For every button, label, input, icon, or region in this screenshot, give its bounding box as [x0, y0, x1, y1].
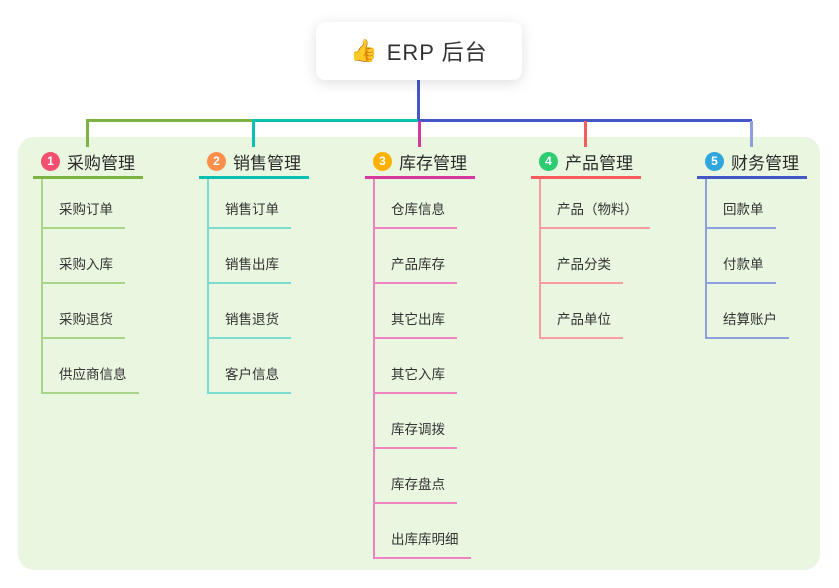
child-label: 回款单: [707, 198, 776, 229]
branch-number-badge: 5: [705, 151, 724, 171]
child-label: 仓库信息: [375, 198, 457, 229]
drop-line-finance: [750, 121, 753, 147]
connector-segment-purchase: [86, 119, 254, 122]
branch-header-product[interactable]: 4 产品管理: [531, 151, 641, 179]
branch-header-sales[interactable]: 2 销售管理: [199, 151, 309, 179]
child-node[interactable]: 采购入库: [43, 229, 139, 284]
child-label: 销售退货: [209, 308, 291, 339]
child-label: 销售订单: [209, 198, 291, 229]
root-connector-line: [417, 80, 420, 122]
branch-label: 销售管理: [233, 153, 301, 173]
drop-line-purchase: [86, 121, 89, 147]
branch-finance: 5 财务管理 回款单 付款单 结算账户: [697, 151, 807, 339]
drop-line-inventory: [418, 121, 421, 147]
branch-number-badge: 1: [41, 151, 60, 171]
child-label: 销售出库: [209, 253, 291, 284]
child-node[interactable]: 销售出库: [209, 229, 291, 284]
child-label: 产品分类: [541, 253, 623, 284]
child-label: 其它入库: [375, 363, 457, 394]
root-node[interactable]: 👍 ERP 后台: [316, 22, 522, 80]
child-label: 产品单位: [541, 308, 623, 339]
child-label: 采购退货: [43, 308, 125, 339]
child-node[interactable]: 仓库信息: [375, 179, 471, 229]
branch-inventory: 3 库存管理 仓库信息 产品库存 其它出库 其它入库 库存调拨 库存盘点 出库库…: [365, 151, 475, 559]
thumbs-up-icon: 👍: [350, 38, 378, 63]
child-node[interactable]: 产品分类: [541, 229, 650, 284]
child-node[interactable]: 回款单: [707, 179, 789, 229]
child-label: 结算账户: [707, 308, 789, 339]
branch-purchase: 1 采购管理 采购订单 采购入库 采购退货 供应商信息: [33, 151, 143, 394]
branch-children-sales: 销售订单 销售出库 销售退货 客户信息: [207, 179, 291, 394]
branch-children-purchase: 采购订单 采购入库 采购退货 供应商信息: [41, 179, 139, 394]
child-node[interactable]: 库存盘点: [375, 449, 471, 504]
child-label: 库存调拨: [375, 418, 457, 449]
drop-line-product: [584, 121, 587, 147]
branch-label: 财务管理: [731, 153, 799, 173]
child-label: 采购订单: [43, 198, 125, 229]
branch-number-badge: 3: [373, 151, 392, 171]
branch-product: 4 产品管理 产品（物料） 产品分类 产品单位: [531, 151, 650, 339]
child-node[interactable]: 库存调拨: [375, 394, 471, 449]
connector-segment-right: [418, 119, 752, 122]
child-label: 付款单: [707, 253, 776, 284]
branch-children-product: 产品（物料） 产品分类 产品单位: [539, 179, 650, 339]
branch-label: 产品管理: [565, 153, 633, 173]
child-node[interactable]: 结算账户: [707, 284, 789, 339]
branch-sales: 2 销售管理 销售订单 销售出库 销售退货 客户信息: [199, 151, 309, 394]
child-node[interactable]: 其它出库: [375, 284, 471, 339]
branch-number-badge: 2: [207, 151, 226, 171]
drop-line-sales: [252, 121, 255, 147]
child-node[interactable]: 供应商信息: [43, 339, 139, 394]
child-node[interactable]: 付款单: [707, 229, 789, 284]
branch-label: 库存管理: [399, 153, 467, 173]
child-node[interactable]: 产品（物料）: [541, 179, 650, 229]
branch-children-inventory: 仓库信息 产品库存 其它出库 其它入库 库存调拨 库存盘点 出库库明细: [373, 179, 471, 559]
branch-header-inventory[interactable]: 3 库存管理: [365, 151, 475, 179]
branches-panel-background: [18, 137, 820, 570]
child-node[interactable]: 销售退货: [209, 284, 291, 339]
child-label: 库存盘点: [375, 473, 457, 504]
child-label: 采购入库: [43, 253, 125, 284]
child-label: 客户信息: [209, 363, 291, 394]
branch-header-purchase[interactable]: 1 采购管理: [33, 151, 143, 179]
root-title: ERP 后台: [386, 40, 488, 65]
child-node[interactable]: 产品库存: [375, 229, 471, 284]
child-node[interactable]: 出库库明细: [375, 504, 471, 559]
child-label: 产品（物料）: [541, 198, 650, 229]
branch-children-finance: 回款单 付款单 结算账户: [705, 179, 789, 339]
child-label: 出库库明细: [375, 528, 471, 559]
child-node[interactable]: 产品单位: [541, 284, 650, 339]
child-node[interactable]: 采购订单: [43, 179, 139, 229]
child-label: 产品库存: [375, 253, 457, 284]
branch-header-finance[interactable]: 5 财务管理: [697, 151, 807, 179]
child-label: 供应商信息: [43, 363, 139, 394]
connector-segment-sales: [252, 119, 420, 122]
child-node[interactable]: 销售订单: [209, 179, 291, 229]
child-label: 其它出库: [375, 308, 457, 339]
child-node[interactable]: 其它入库: [375, 339, 471, 394]
branch-label: 采购管理: [67, 153, 135, 173]
child-node[interactable]: 客户信息: [209, 339, 291, 394]
child-node[interactable]: 采购退货: [43, 284, 139, 339]
branch-number-badge: 4: [539, 151, 558, 171]
